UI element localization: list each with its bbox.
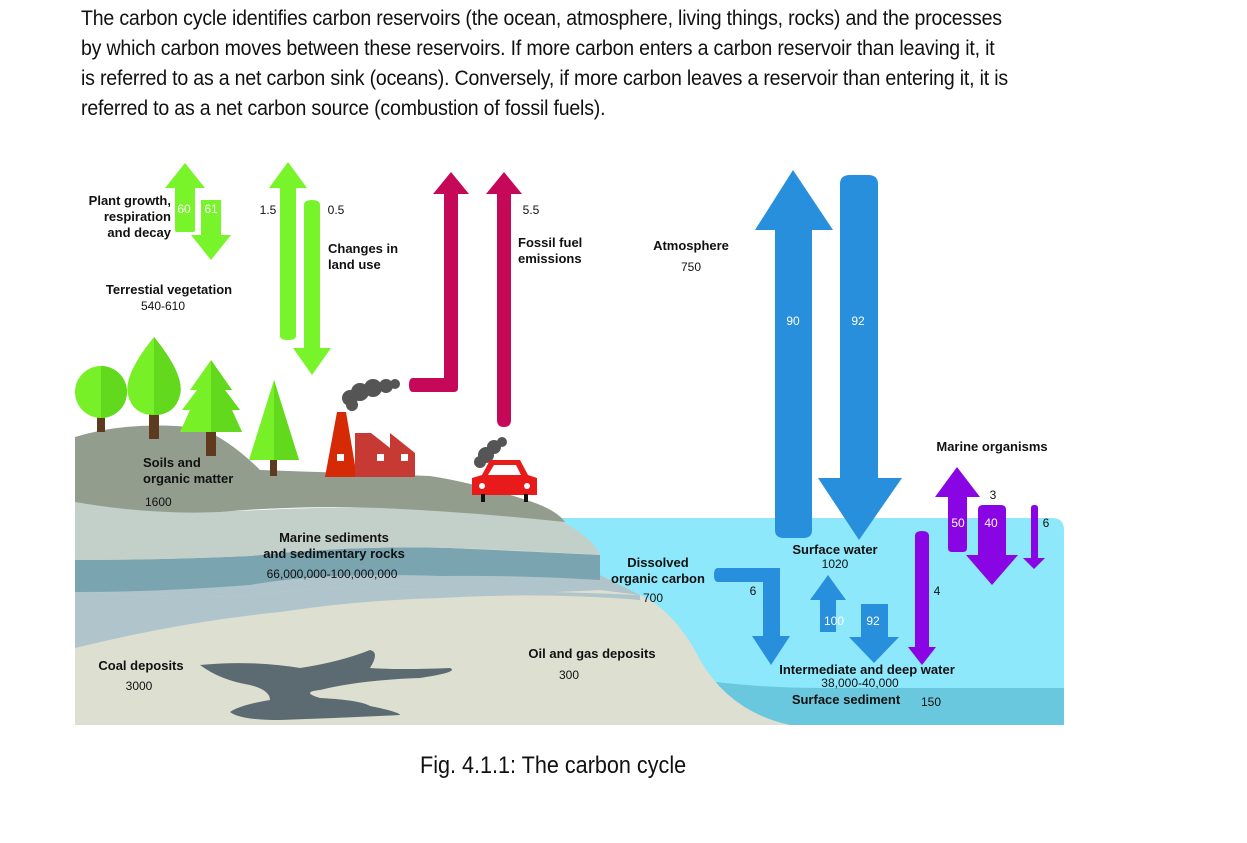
factory-smoke-icon bbox=[342, 379, 400, 411]
terrestrial-vegetation-value: 540-610 bbox=[141, 299, 185, 313]
intro-line: by which carbon moves between these rese… bbox=[81, 37, 995, 60]
atmosphere-value: 750 bbox=[681, 260, 701, 274]
coal-deposit bbox=[200, 650, 452, 720]
deep-water-value: 38,000-40,000 bbox=[821, 676, 899, 690]
soil-layer bbox=[75, 425, 565, 522]
surface-sediment-value: 150 bbox=[921, 695, 941, 709]
doc-flux-value: 6 bbox=[750, 584, 757, 598]
atmosphere-to-ocean-arrow bbox=[818, 175, 902, 540]
marine-down-arrow bbox=[908, 531, 936, 665]
fossil-fuel-factory-arrow bbox=[409, 172, 469, 392]
car-icon bbox=[472, 437, 537, 502]
land-use-up-arrow bbox=[269, 162, 307, 340]
figure-caption: Fig. 4.1.1: The carbon cycle bbox=[420, 752, 687, 779]
marine-up-arrow bbox=[935, 467, 980, 552]
oil-gas-value: 300 bbox=[559, 668, 579, 682]
marine-down2-value: 40 bbox=[984, 516, 998, 530]
surface-sediment-layer bbox=[700, 680, 1064, 725]
coal-value: 3000 bbox=[126, 679, 153, 693]
soils-value: 1600 bbox=[145, 495, 172, 509]
rock-layer-2 bbox=[75, 547, 600, 592]
marine-sink-value: 6 bbox=[1043, 516, 1050, 530]
surface-water-label: Surface water bbox=[792, 542, 877, 557]
marine-organisms-label: Marine organisms bbox=[936, 439, 1047, 454]
doc-value: 700 bbox=[643, 591, 663, 605]
plant-growth-down-arrow bbox=[191, 200, 231, 260]
plant-growth-label-1: Plant growth, bbox=[89, 193, 171, 208]
tree-round-icon bbox=[75, 366, 127, 432]
deep-water-label: Intermediate and deep water bbox=[779, 662, 955, 677]
marine-sediments-label-2: and sedimentary rocks bbox=[263, 546, 405, 561]
deep-to-surface-arrow bbox=[810, 575, 846, 632]
plant-growth-label-2: respiration bbox=[104, 209, 171, 224]
marine-down-value: 4 bbox=[934, 584, 941, 598]
fossil-fuel-label-2: emissions bbox=[518, 251, 582, 266]
tree-pine-icon bbox=[180, 360, 242, 456]
land-use-label-2: land use bbox=[328, 257, 381, 272]
intro-line: The carbon cycle identifies carbon reser… bbox=[81, 7, 1002, 30]
atmosphere-to-ocean-value: 92 bbox=[851, 314, 865, 328]
marine-sink-arrow bbox=[1023, 505, 1045, 569]
plant-growth-up-arrow bbox=[165, 163, 205, 232]
intro-line: referred to as a net carbon source (comb… bbox=[81, 97, 606, 120]
doc-label-2: organic carbon bbox=[611, 571, 705, 586]
plant-growth-down-value: 61 bbox=[204, 202, 218, 216]
fossil-fuel-value: 5.5 bbox=[523, 203, 540, 217]
plant-growth-label-3: and decay bbox=[107, 225, 171, 240]
rock-layer-3b bbox=[75, 588, 640, 648]
surface-water-value: 1020 bbox=[822, 557, 849, 571]
land-use-up-value: 1.5 bbox=[260, 203, 277, 217]
doc-label-1: Dissolved bbox=[627, 555, 688, 570]
oil-gas-label: Oil and gas deposits bbox=[528, 646, 655, 661]
plant-growth-up-value: 60 bbox=[177, 202, 191, 216]
surface-sediment-label: Surface sediment bbox=[792, 692, 901, 707]
intro-paragraph: The carbon cycle identifies carbon reser… bbox=[81, 4, 1030, 124]
soils-label-2: organic matter bbox=[143, 471, 233, 486]
atmosphere-label: Atmosphere bbox=[653, 238, 729, 253]
intro-line: is referred to as a net carbon sink (oce… bbox=[81, 67, 1008, 90]
terrestrial-vegetation-label: Terrestial vegetation bbox=[106, 282, 232, 297]
fossil-fuel-car-arrow bbox=[486, 172, 522, 427]
soils-label-1: Soils and bbox=[143, 455, 201, 470]
marine-sediments-value: 66,000,000-100,000,000 bbox=[267, 567, 398, 581]
coal-label: Coal deposits bbox=[98, 658, 183, 673]
marine-down2-arrow bbox=[966, 505, 1018, 585]
land-use-label-1: Changes in bbox=[328, 241, 398, 256]
ocean-to-atmosphere-arrow bbox=[755, 170, 833, 538]
deep-to-surface-value: 100 bbox=[824, 614, 844, 628]
fossil-fuel-label-1: Fossil fuel bbox=[518, 235, 582, 250]
doc-to-deep-arrow bbox=[714, 568, 790, 665]
surface-to-deep-value: 92 bbox=[866, 614, 880, 628]
surface-to-deep-arrow bbox=[849, 604, 899, 663]
land-use-down-value: 0.5 bbox=[328, 203, 345, 217]
marine-sediments-label-1: Marine sediments bbox=[279, 530, 389, 545]
marine-small-value: 3 bbox=[990, 488, 997, 502]
factory-icon bbox=[325, 412, 415, 477]
tree-cone-icon bbox=[249, 380, 299, 476]
rock-layer-1 bbox=[75, 500, 600, 560]
ocean-to-atmosphere-value: 90 bbox=[786, 314, 800, 328]
marine-up-value: 50 bbox=[951, 516, 965, 530]
land-use-down-arrow bbox=[293, 200, 331, 375]
tree-teardrop-icon bbox=[127, 337, 181, 439]
